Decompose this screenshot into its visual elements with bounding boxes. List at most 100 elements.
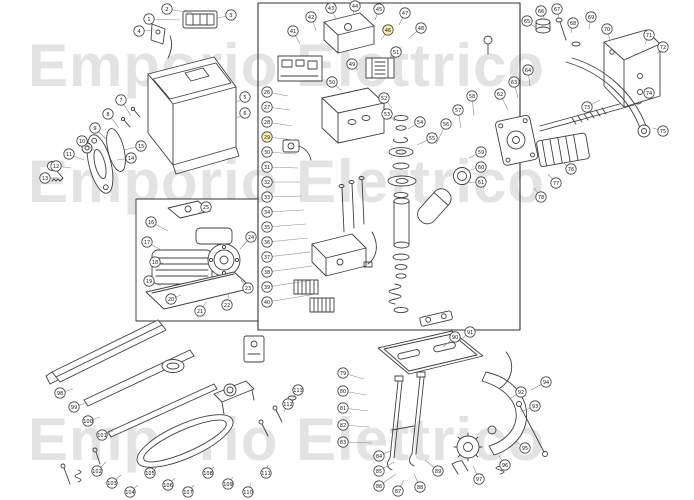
callout-number: 112 [283, 402, 293, 408]
callout-number: 5 [243, 95, 246, 101]
callout-circle [529, 400, 541, 412]
callout-circle [261, 236, 273, 248]
callout-circle [466, 90, 478, 102]
callout-number: 98 [57, 391, 63, 397]
callout-circle [337, 436, 349, 448]
callout-circle [337, 385, 349, 397]
callout-number: 26 [264, 90, 270, 96]
callout-number: 74 [646, 91, 652, 97]
callout-number: 40 [264, 300, 270, 306]
callout-number: 14 [128, 156, 134, 162]
callout-leader [266, 237, 309, 243]
callout-circle [550, 177, 562, 189]
callout-number: 47 [402, 11, 408, 17]
hardware-misc [60, 335, 297, 485]
callout-number: 29 [264, 135, 270, 141]
callout-circle [135, 140, 147, 152]
callout-circle [261, 266, 273, 278]
callout-number: 76 [568, 167, 574, 173]
callout-number: 100 [83, 419, 93, 425]
callout-number: 80 [340, 389, 346, 395]
capacitor [417, 188, 452, 225]
anchor-bolts [387, 371, 426, 471]
callout-circle [115, 94, 127, 106]
callout-number: 102 [92, 469, 102, 475]
callout-circle [475, 176, 487, 188]
callout-circle [261, 161, 273, 173]
callout-number: 101 [97, 433, 107, 439]
callout-circle [282, 398, 294, 410]
callout-circle [261, 116, 273, 128]
callout-number: 16 [148, 220, 154, 226]
callout-number: 35 [264, 225, 270, 231]
callout-circle [337, 402, 349, 414]
callout-circle [63, 148, 75, 160]
callout-circle [657, 41, 669, 53]
callout-number: 63 [511, 80, 517, 86]
callout-number: 28 [264, 120, 270, 126]
callout-circle [82, 415, 94, 427]
callout-circle [373, 480, 385, 492]
callout-number: 15 [138, 144, 144, 150]
callout-number: 38 [264, 270, 270, 276]
callout-number: 83 [340, 440, 346, 446]
callout-circle [515, 386, 527, 398]
callout-number: 12 [53, 164, 59, 170]
callout-number: 62 [497, 92, 503, 98]
callout-number: 33 [264, 195, 270, 201]
callout-number: 34 [264, 210, 270, 216]
callout-number: 49 [349, 62, 355, 68]
callout-number: 11 [66, 152, 72, 158]
callout-circle [567, 17, 579, 29]
callout-number: 93 [532, 404, 538, 410]
callout-number: 25 [203, 205, 209, 211]
callout-number: 20 [168, 297, 174, 303]
callout-number: 103 [107, 481, 117, 487]
callout-circle [551, 3, 563, 15]
callout-number: 9 [93, 126, 96, 132]
callout-circle [141, 236, 153, 248]
callout-circle [260, 467, 272, 479]
callout-leader [266, 251, 311, 258]
callout-number: 95 [522, 446, 528, 452]
callout-number: 10 [79, 139, 85, 145]
wiring-cable [363, 231, 377, 268]
callout-circle [182, 486, 194, 498]
callout-number: 4 [137, 29, 140, 35]
callout-circle [287, 25, 299, 37]
callout-number: 42 [308, 15, 314, 21]
callout-circle [102, 108, 114, 120]
callout-number: 105 [145, 471, 155, 477]
callout-circle [106, 477, 118, 489]
callout-circle [76, 135, 88, 147]
callout-circle [337, 367, 349, 379]
callout-leader [266, 279, 315, 288]
callout-number: 7 [119, 98, 122, 104]
callout-number: 27 [264, 105, 270, 111]
callout-number: 73 [584, 105, 590, 111]
callout-number: 67 [554, 7, 560, 13]
callout-circle [565, 163, 577, 175]
callout-number: 89 [435, 469, 441, 475]
callout-number: 92 [518, 390, 524, 396]
callout-circle [143, 275, 155, 287]
callout-circle [221, 299, 233, 311]
callout-circle [245, 231, 257, 243]
callout-circle [373, 465, 385, 477]
callout-circle [449, 331, 461, 343]
callout-circle [440, 118, 452, 130]
callout-number: 45 [376, 7, 382, 13]
callout-number: 69 [588, 15, 594, 21]
callout-circle [124, 486, 136, 498]
callout-circle [261, 206, 273, 218]
callout-number: 52 [381, 96, 387, 102]
callout-number: 78 [538, 195, 544, 201]
callout-circle [508, 76, 520, 88]
callout-number: 54 [417, 120, 423, 126]
callout-circle [261, 221, 273, 233]
callout-number: 106 [163, 483, 173, 489]
callout-number: 77 [553, 181, 559, 187]
callout-layer: 1234567891011121314151617181920212223242… [39, 0, 669, 498]
chain-loop [136, 414, 234, 468]
callout-number: 56 [443, 122, 449, 128]
